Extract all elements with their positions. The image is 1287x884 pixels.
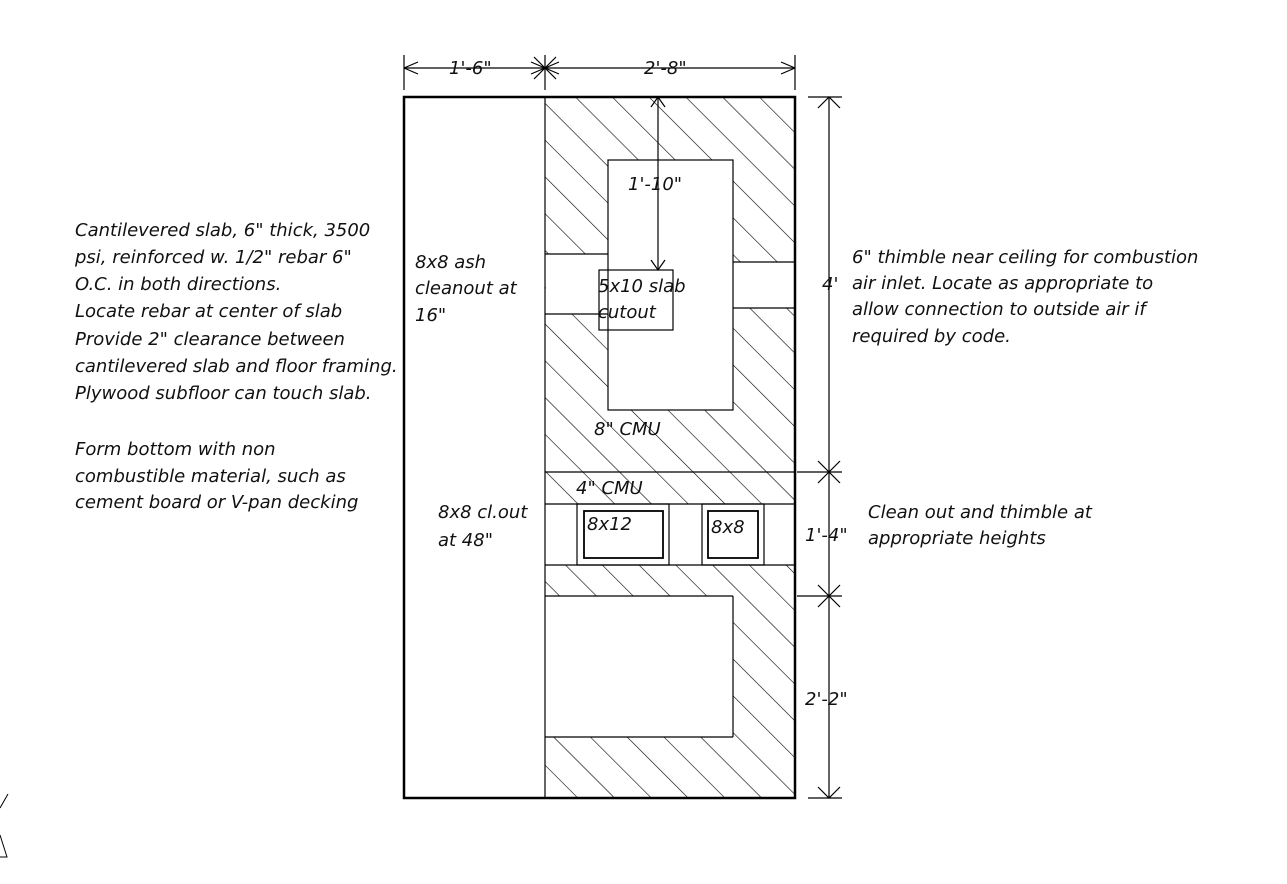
svg-text:16": 16" — [415, 305, 446, 326]
svg-text:Provide 2" clearance between: Provide 2" clearance between — [75, 329, 345, 350]
flue-boxes — [576, 503, 765, 566]
svg-text:Plywood subfloor can touch sla: Plywood subfloor can touch slab. — [75, 383, 372, 404]
ucs-icon — [0, 793, 9, 858]
svg-text:cement board or V-pan decking: cement board or V-pan decking — [75, 492, 358, 513]
slab-outline — [402, 95, 797, 800]
svg-text:cleanout at: cleanout at — [415, 278, 518, 299]
svg-text:psi, reinforced w. 1/2" rebar: psi, reinforced w. 1/2" rebar 6" — [74, 247, 352, 268]
ash-cleanout-label: 8x8 ash cleanout at 16" — [415, 252, 518, 326]
svg-text:appropriate heights: appropriate heights — [868, 528, 1046, 549]
thimble-note: 6" thimble near ceiling for combustion a… — [852, 247, 1198, 347]
flue-8x8-label: 8x8 — [711, 517, 745, 538]
dim-right-middle: 1'-4" — [805, 525, 848, 546]
top-dimension-line — [403, 55, 796, 90]
dim-top-left: 1'-6" — [449, 58, 492, 79]
form-bottom-note: Form bottom with non combustible materia… — [75, 439, 358, 513]
slab-cutout-label: 5x10 slab cutout — [598, 276, 686, 323]
flue-8x12-label: 8x12 — [587, 514, 632, 535]
cleanout-thimble-note: Clean out and thimble at appropriate hei… — [868, 502, 1093, 549]
svg-text:O.C. in both directions.: O.C. in both directions. — [75, 274, 281, 295]
svg-text:air inlet. Locate as appropria: air inlet. Locate as appropriate to — [852, 273, 1153, 294]
svg-text:cutout: cutout — [598, 302, 657, 323]
cleanout-48-label: 8x8 cl.out at 48" — [438, 502, 528, 551]
svg-text:5x10 slab: 5x10 slab — [598, 276, 686, 297]
svg-text:8x8 ash: 8x8 ash — [415, 252, 486, 273]
svg-text:at 48": at 48" — [438, 530, 493, 551]
dim-top-right: 2'-8" — [644, 58, 687, 79]
dim-inner-vertical: 1'-10" — [628, 174, 682, 195]
slab-spec-note: Cantilevered slab, 6" thick, 3500 psi, r… — [74, 220, 398, 404]
svg-text:cantilevered slab and floor fr: cantilevered slab and floor framing. — [75, 356, 398, 377]
dim-right-upper: 4' — [822, 274, 838, 295]
dim-right-lower: 2'-2" — [805, 689, 848, 710]
svg-text:8x8 cl.out: 8x8 cl.out — [438, 502, 528, 523]
cmu4-label: 4" CMU — [576, 478, 643, 499]
svg-text:Form bottom with non: Form bottom with non — [75, 439, 276, 460]
svg-text:6" thimble near ceiling for co: 6" thimble near ceiling for combustion — [852, 247, 1198, 268]
svg-text:required by code.: required by code. — [852, 326, 1011, 347]
svg-text:combustible material, such as: combustible material, such as — [75, 466, 346, 487]
svg-text:Cantilevered slab, 6" thick, 3: Cantilevered slab, 6" thick, 3500 — [75, 220, 370, 241]
svg-text:allow connection to outside ai: allow connection to outside air if — [852, 299, 1148, 320]
right-dimension-line — [797, 96, 842, 799]
inner-dimension-line — [650, 95, 666, 272]
svg-text:Locate rebar at center of slab: Locate rebar at center of slab — [75, 301, 342, 322]
svg-text:Clean out and thimble at: Clean out and thimble at — [868, 502, 1093, 523]
cmu8-label: 8" CMU — [594, 419, 661, 440]
